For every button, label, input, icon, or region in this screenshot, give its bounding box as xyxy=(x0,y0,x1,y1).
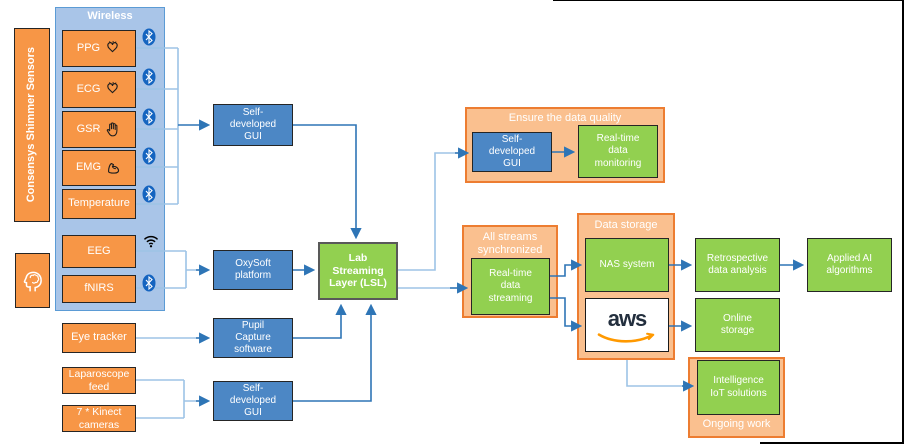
bluetooth-icon xyxy=(142,108,156,126)
oxysoft-platform-box: OxySoft platform xyxy=(213,250,293,290)
bluetooth-icon xyxy=(142,185,156,203)
sensor-label: Temperature xyxy=(68,197,130,210)
wireless-label: Wireless xyxy=(87,10,133,22)
hand-icon xyxy=(107,122,118,137)
bluetooth-icon xyxy=(142,68,156,86)
aws-smile-icon xyxy=(597,333,655,344)
eye-tracker-box: Eye tracker xyxy=(62,323,136,353)
intelligence-iot-solutions-label: Intelligence IoT solutions xyxy=(710,375,767,399)
real-time-data-streaming-box: Real-time data streaming xyxy=(471,258,550,315)
eye-tracker-label: Eye tracker xyxy=(71,331,127,344)
self-developed-gui-label: Self- developed GUI xyxy=(229,106,277,143)
applied-ai-algorithms-box: Applied AI algorithms xyxy=(807,238,892,292)
self-developed-gui-bottom-box: Self- developed GUI xyxy=(213,381,293,421)
sensor-temperature: Temperature xyxy=(62,189,136,219)
oxysoft-platform-label: OxySoft platform xyxy=(234,257,272,281)
retrospective-data-analysis-label: Retrospective data analysis xyxy=(706,252,769,276)
sensor-label: EMG xyxy=(75,161,102,174)
head-brain-icon xyxy=(23,271,42,292)
sensor-label: GSR xyxy=(76,122,101,135)
kinect-cameras-box: 7 * Kinect cameras xyxy=(62,405,136,432)
lab-streaming-layer-box: Lab Streaming Layer (LSL) xyxy=(318,242,398,300)
sensor-ppg: PPG xyxy=(62,30,136,67)
retrospective-data-analysis-box: Retrospective data analysis xyxy=(695,238,780,292)
self-developed-gui-top-box: Self- developed GUI xyxy=(213,104,293,146)
bluetooth-icon xyxy=(142,147,156,165)
pupil-capture-label: Pupil Capture software xyxy=(234,319,272,356)
real-time-data-monitoring-label: Real-time data monitoring xyxy=(594,133,642,169)
sensor-label: ECG xyxy=(76,82,101,95)
self-developed-gui-label: Self- developed GUI xyxy=(229,382,277,419)
ongoing-work-label: Ongoing work xyxy=(702,417,771,430)
sensor-emg: EMG xyxy=(62,150,136,186)
sensor-fnirs: fNIRS xyxy=(62,275,136,303)
laparoscope-feed-label: Laparoscope feed xyxy=(68,367,130,393)
self-developed-gui-label: Self- developed GUI xyxy=(488,133,536,170)
online-storage-label: Online storage xyxy=(720,312,755,336)
consensys-shimmer-sensors-box: Consensys Shimmer Sensors xyxy=(14,28,50,222)
muscle-icon xyxy=(108,162,120,174)
sensor-label: fNIRS xyxy=(84,282,114,295)
heart-icon xyxy=(107,81,119,94)
consensys-shimmer-sensors-label: Consensys Shimmer Sensors xyxy=(25,47,38,203)
ensure-data-quality-label: Ensure the data quality xyxy=(508,112,622,124)
frame-bottom-border xyxy=(760,442,904,444)
online-storage-box: Online storage xyxy=(695,298,780,352)
sensor-label: EEG xyxy=(87,244,111,257)
frame-top-border xyxy=(553,0,904,1)
laparoscope-feed-box: Laparoscope feed xyxy=(62,367,136,394)
bluetooth-icon xyxy=(142,274,156,292)
aws-box: aws xyxy=(585,298,669,352)
sensor-ecg: ECG xyxy=(62,71,136,108)
pupil-capture-software-box: Pupil Capture software xyxy=(213,318,293,358)
intelligence-iot-solutions-box: Intelligence IoT solutions xyxy=(697,360,780,415)
real-time-data-streaming-label: Real-time data streaming xyxy=(488,268,533,304)
real-time-data-monitoring-box: Real-time data monitoring xyxy=(578,125,658,178)
data-storage-label: Data storage xyxy=(594,219,658,231)
kinect-cameras-label: 7 * Kinect cameras xyxy=(76,405,122,431)
bluetooth-icon xyxy=(142,28,156,46)
sensor-eeg: EEG xyxy=(62,235,136,268)
lab-streaming-layer-label: Lab Streaming Layer (LSL) xyxy=(329,251,387,290)
brain-head-box xyxy=(15,253,50,308)
frame-right-border xyxy=(902,0,904,444)
applied-ai-algorithms-label: Applied AI algorithms xyxy=(826,252,873,276)
aws-logo-text: aws xyxy=(607,305,648,331)
nas-system-label: NAS system xyxy=(599,258,655,270)
heart-icon xyxy=(107,40,118,53)
wifi-icon xyxy=(143,235,159,248)
self-developed-gui-quality-box: Self- developed GUI xyxy=(472,132,552,172)
nas-system-box: NAS system xyxy=(585,238,669,292)
sensor-gsr: GSR xyxy=(62,111,136,148)
all-streams-synchronized-label: All streams synchronized xyxy=(477,231,543,257)
sensor-label: PPG xyxy=(76,41,101,54)
